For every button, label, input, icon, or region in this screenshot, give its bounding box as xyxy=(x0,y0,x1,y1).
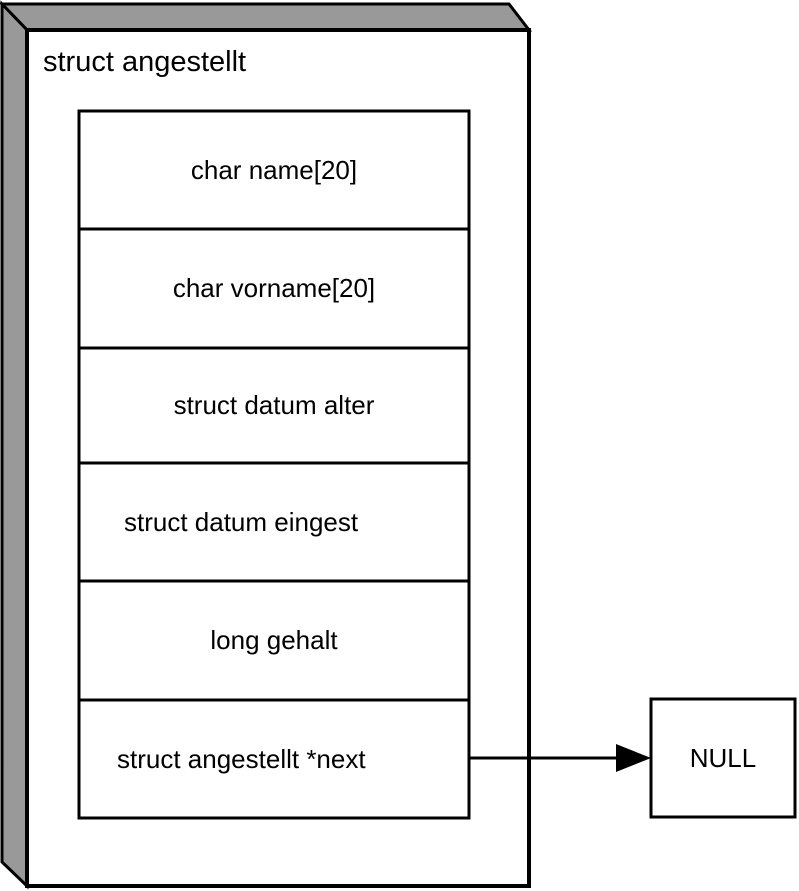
null-label: NULL xyxy=(689,743,757,773)
field-stack: char name[20] char vorname[20] struct da… xyxy=(79,110,469,819)
field-alter-label: struct datum alter xyxy=(173,390,375,420)
field-vorname: char vorname[20] xyxy=(79,229,469,347)
field-next-label: struct angestellt *next xyxy=(117,743,366,774)
field-eingest-label: struct datum eingest xyxy=(124,506,359,537)
field-eingest: struct datum eingest xyxy=(79,463,469,581)
field-vorname-label: char vorname[20] xyxy=(172,272,376,303)
field-name: char name[20] xyxy=(79,111,469,229)
field-stack-outline xyxy=(77,109,471,820)
field-next: struct angestellt *next xyxy=(79,700,469,818)
field-gehalt: long gehalt xyxy=(79,581,469,699)
field-gehalt-label: long gehalt xyxy=(210,624,338,655)
next-pointer-arrowhead xyxy=(616,744,651,772)
field-name-label: char name[20] xyxy=(190,154,358,185)
field-alter: struct datum alter xyxy=(79,348,469,463)
null-box: NULL xyxy=(651,700,795,817)
outer-box-left-face xyxy=(0,0,29,890)
outer-box-top-face xyxy=(0,2,533,32)
outer-struct-label: struct angestellt xyxy=(43,46,247,78)
